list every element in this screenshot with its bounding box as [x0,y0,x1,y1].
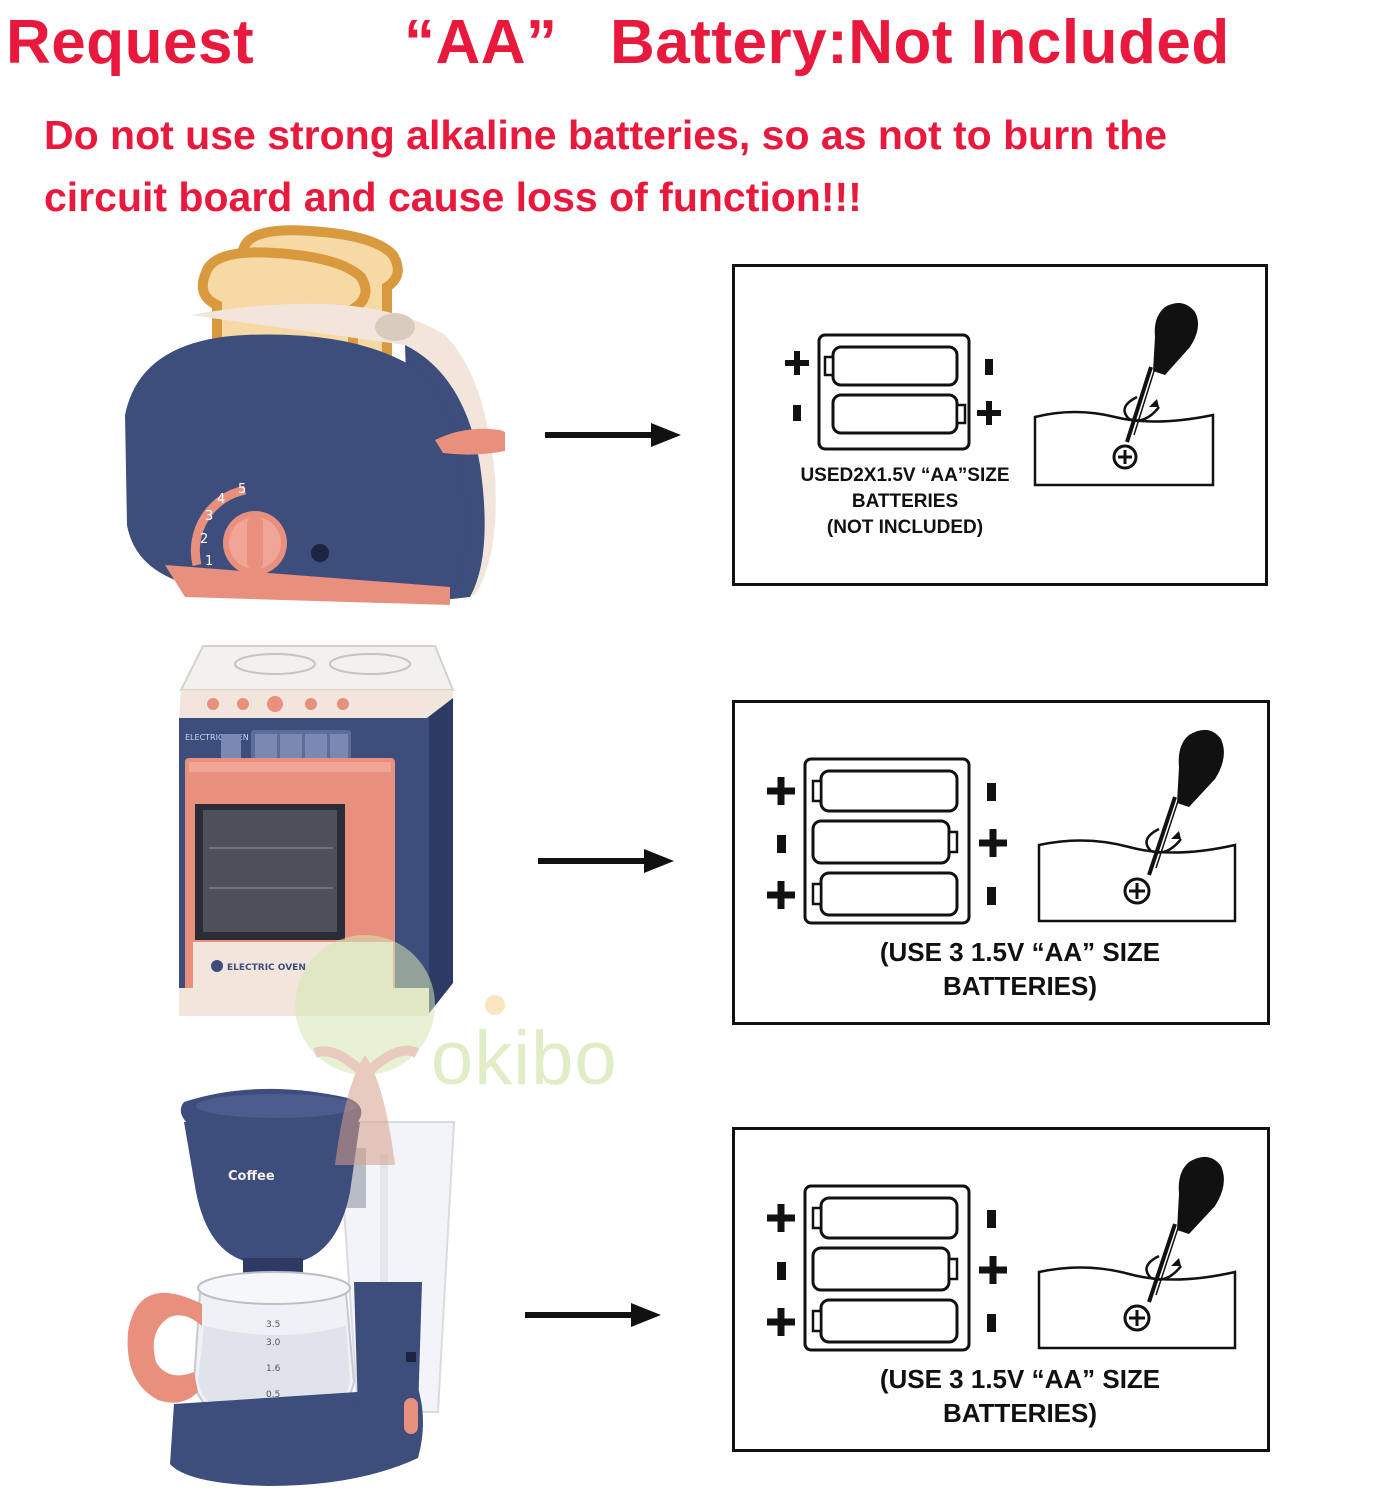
caption-line: BATTERIES [851,491,959,512]
warning-line-1: Do not use strong alkaline batteries, so… [44,112,1168,158]
oven-image: ELECTRIC OVEN ELECTRIC OVEN [179,645,455,1016]
caption-line: (USE 3 1.5V “AA” SIZE [879,937,1161,967]
toaster-knob-number: 5 [238,482,246,497]
arrow-right-icon [538,849,674,873]
battery-panel-coffee-maker: (USE 3 1.5V “AA” SIZE BATTERIES) [732,1127,1270,1452]
oven-panel-label: ELECTRIC OVEN [185,733,249,742]
tree-logo-icon [295,935,505,1165]
toaster-image: 1 2 3 4 5 [125,225,505,605]
coffee-maker-image: Coffee 3.5 3.0 1.6 0.5 [127,1088,456,1486]
toaster-knob-number: 2 [200,532,208,547]
caption-line: USED2X1.5V “AA”SIZE [800,465,1010,486]
battery-panel-toaster: USED2X1.5V “AA”SIZE BATTERIES (NOT INCLU… [732,264,1268,586]
battery-compartment-diagram [767,1156,1237,1352]
caption-line: BATTERIES) [942,1398,1098,1428]
caption-line: BATTERIES) [942,971,1098,1001]
watermark-text: okibo [431,1016,618,1101]
arrow-right-icon [545,423,681,447]
caption-line: (NOT INCLUDED) [826,517,984,538]
caption-line: (USE 3 1.5V “AA” SIZE [879,1364,1161,1394]
warning-text: Do not use strong alkaline batteries, so… [44,104,1344,228]
headline: Request “AA” Battery:Not Included [6,2,1374,84]
coffee-scale-mark: 3.5 [266,1320,280,1330]
watermark-logo: okibo [285,935,635,1165]
battery-caption: (USE 3 1.5V “AA” SIZE BATTERIES) [845,1362,1195,1430]
battery-caption: (USE 3 1.5V “AA” SIZE BATTERIES) [845,935,1195,1003]
toaster-knob-number: 4 [217,492,225,507]
battery-caption: USED2X1.5V “AA”SIZE BATTERIES (NOT INCLU… [765,463,1045,541]
headline-not-included: Battery:Not Included [610,8,1230,77]
battery-compartment-diagram [785,303,1215,487]
coffee-scale-mark: 3.0 [266,1338,281,1348]
headline-aa: “AA” [404,8,558,77]
coffee-scale-mark: 0.5 [266,1390,280,1400]
battery-compartment-diagram [767,729,1237,925]
coffee-brand-label: Coffee [228,1169,275,1184]
warning-line-2: circuit board and cause loss of function… [44,174,862,220]
oven-door-label: ELECTRIC OVEN [227,963,306,973]
coffee-scale-mark: 1.6 [266,1364,281,1374]
headline-request: Request [6,8,255,77]
toaster-knob-number: 1 [205,554,213,569]
toaster-knob-number: 3 [205,509,213,524]
battery-panel-oven: (USE 3 1.5V “AA” SIZE BATTERIES) [732,700,1270,1025]
arrow-right-icon [525,1303,661,1327]
